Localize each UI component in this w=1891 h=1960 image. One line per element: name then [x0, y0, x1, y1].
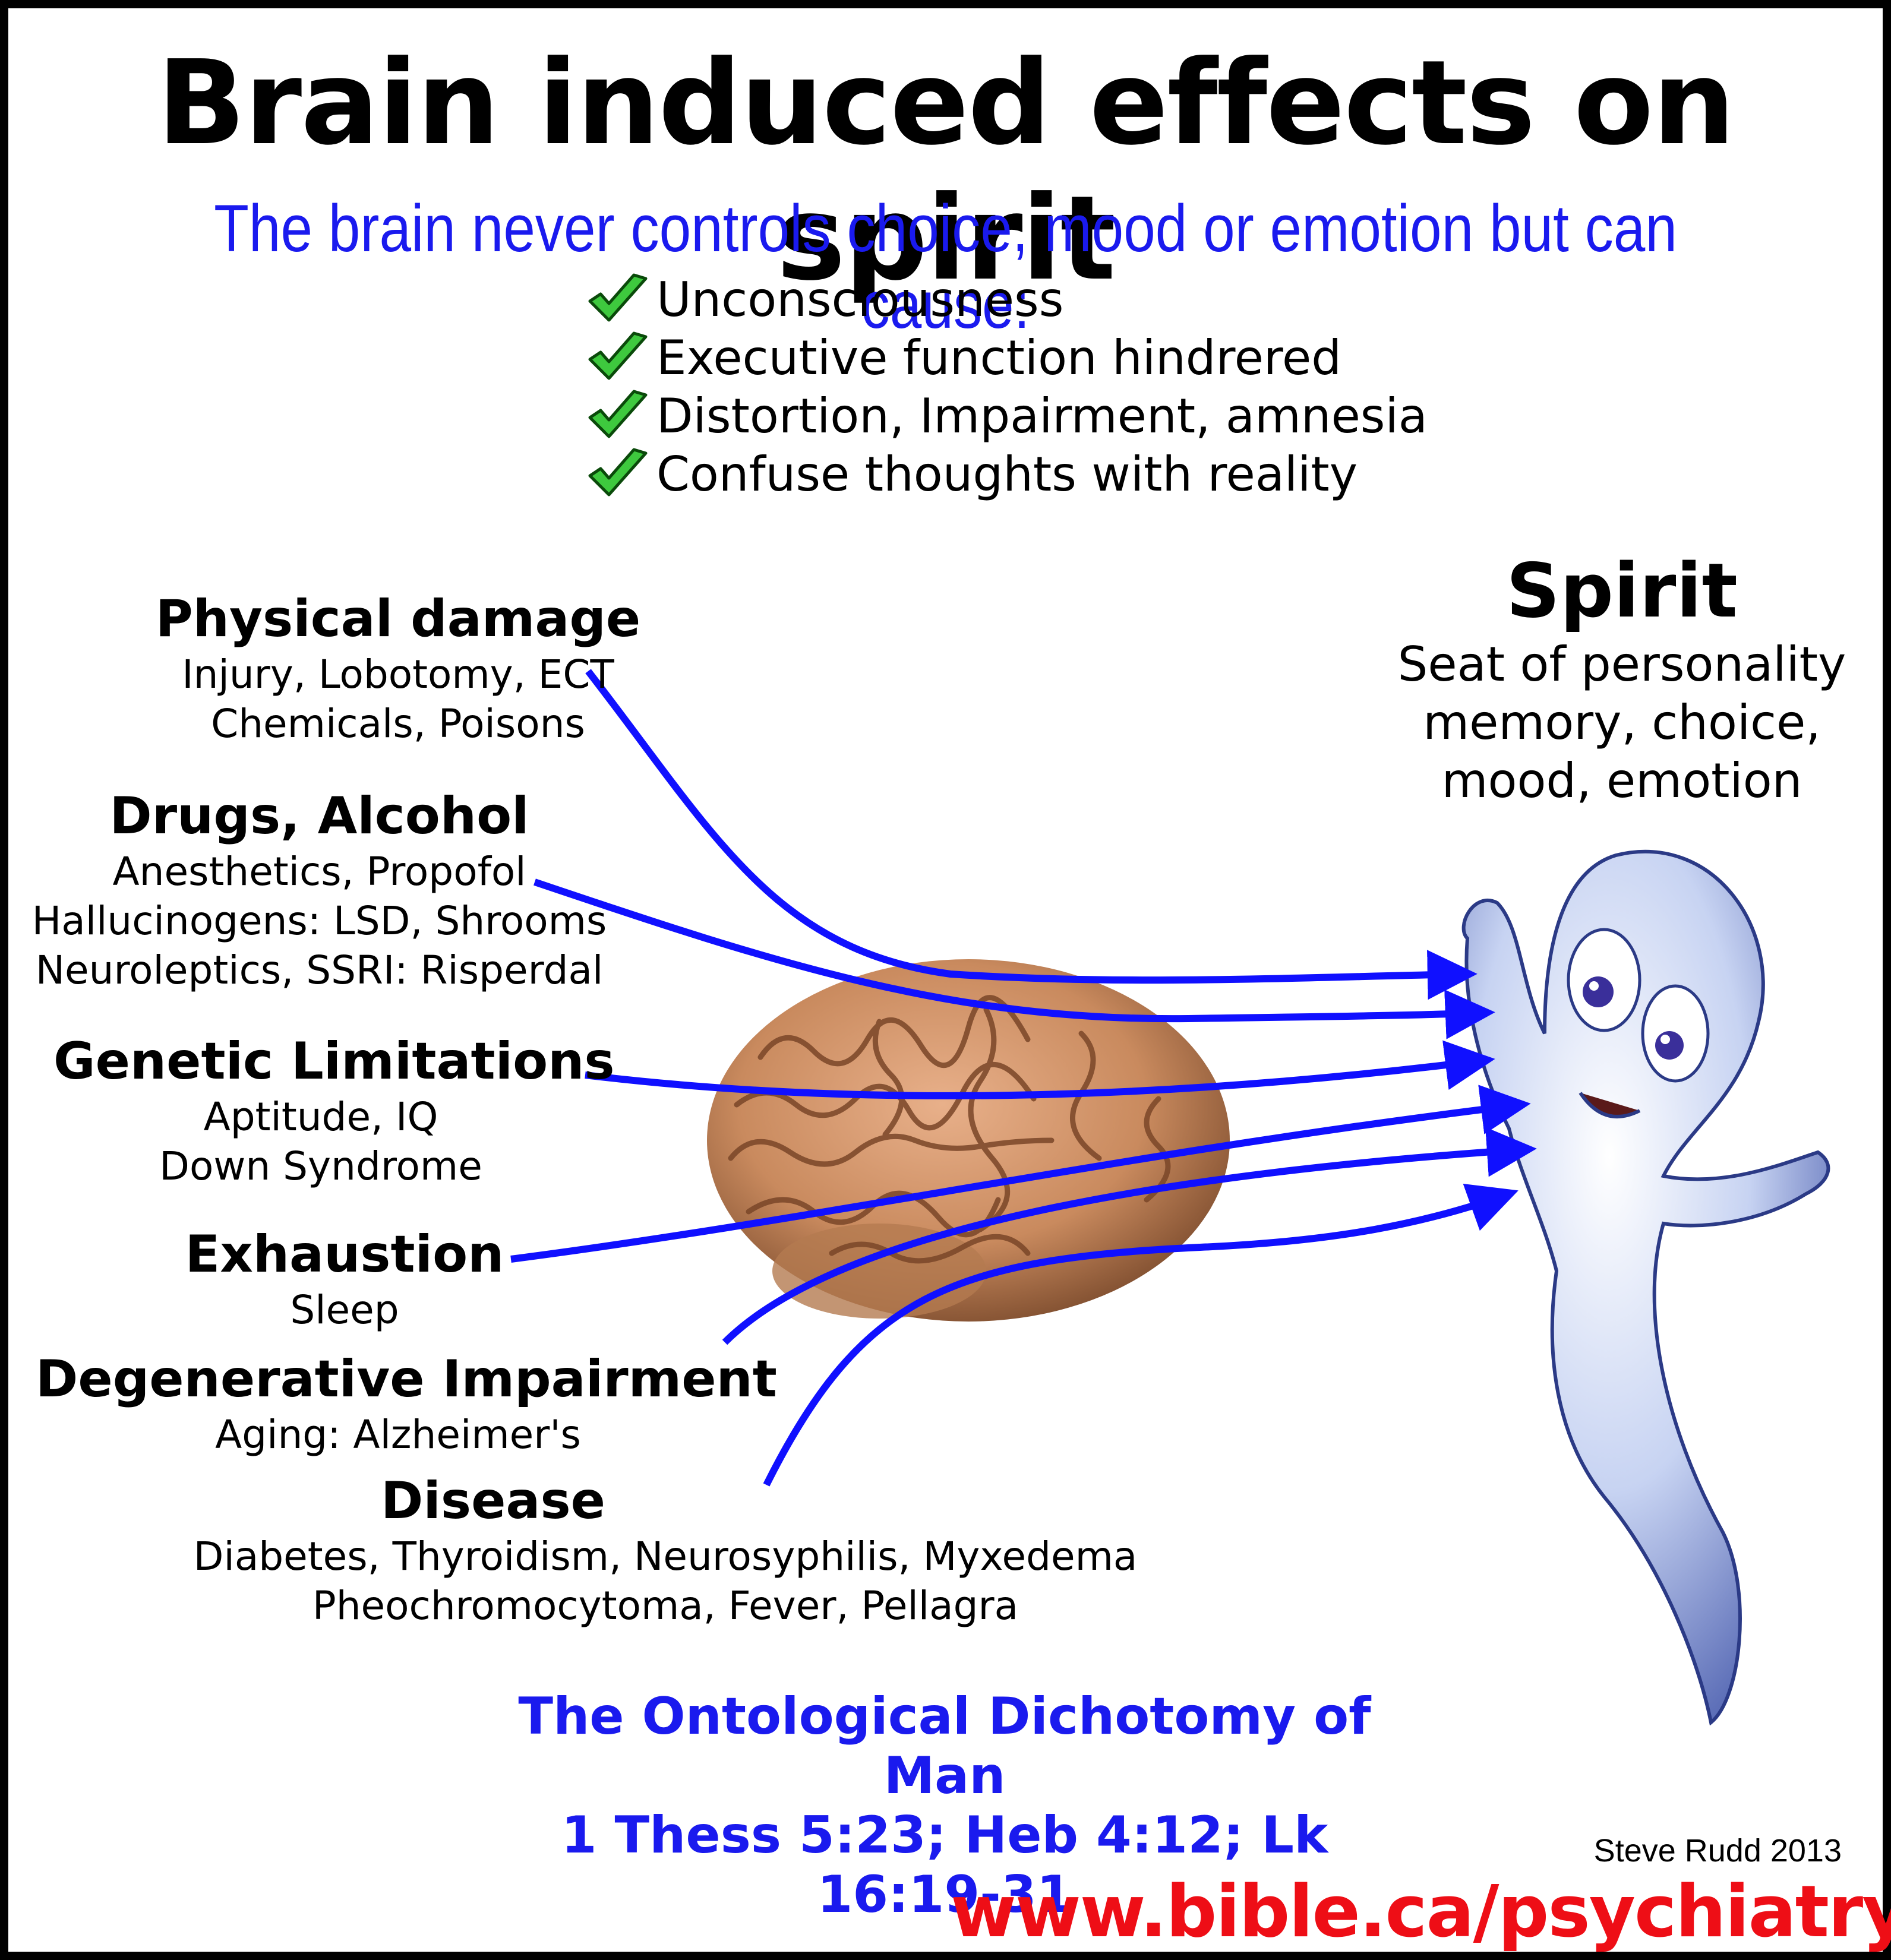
arrows [510, 669, 1537, 1487]
arrow-genetic-limitations [585, 1040, 1495, 1099]
cause-detail: Aptitude, IQ [203, 1094, 438, 1140]
cause-detail: Down Syndrome [159, 1143, 482, 1189]
effect-item: Unconsciousness [585, 270, 1428, 328]
effect-item: Confuse thoughts with reality [585, 445, 1428, 503]
spirit-block: Spirit Seat of personality memory, choic… [1366, 546, 1877, 810]
arrow-degenerative [722, 1127, 1537, 1345]
author-credit: Steve Rudd 2013 [1593, 1833, 1842, 1869]
footer-line1: The Ontological Dichotomy of Man [518, 1687, 1371, 1806]
spirit-detail: Seat of personality [1397, 637, 1846, 692]
cause-drugs-alcohol: Drugs, Alcohol Anesthetics, Propofol Hal… [24, 785, 615, 995]
cause-physical-damage: Physical damage Injury, Lobotomy, ECT Ch… [143, 588, 654, 748]
effect-label: Distortion, Impairment, amnesia [656, 388, 1428, 444]
cause-detail: Chemicals, Poisons [211, 701, 585, 747]
check-icon [588, 390, 648, 438]
spirit-heading: Spirit [1506, 547, 1738, 634]
check-icon [588, 448, 648, 497]
cause-heading: Exhaustion [185, 1225, 504, 1284]
check-icon [588, 273, 648, 322]
subtitle: The brain never controls choice, mood or… [214, 191, 1677, 342]
effect-label: Confuse thoughts with reality [656, 446, 1358, 502]
cause-detail: Aging: Alzheimer's [215, 1412, 581, 1458]
effect-item: Executive function hindrered [585, 328, 1428, 387]
cause-detail: Neuroleptics, SSRI: Risperdal [35, 947, 604, 993]
arrow-drugs-alcohol [533, 878, 1495, 1039]
cause-degenerative-impairment: Degenerative Impairment Aging: Alzheimer… [36, 1348, 777, 1459]
cause-disease: Disease Diabetes, Thyroidism, Neurosyphi… [172, 1470, 1158, 1630]
arrow-physical-damage [585, 669, 1478, 1000]
cause-detail: Pheochromocytoma, Fever, Pellagra [312, 1583, 1019, 1629]
website-link[interactable]: www.bible.ca/psychiatry [951, 1871, 1891, 1953]
cause-heading: Genetic Limitations [53, 1032, 615, 1091]
spirit-detail: mood, emotion [1441, 753, 1802, 808]
check-icon [588, 331, 648, 380]
ghost-spirit-image [1461, 849, 1830, 1726]
cause-detail: Hallucinogens: LSD, Shrooms [31, 898, 607, 944]
effect-label: Executive function hindrered [656, 330, 1342, 385]
arrow-disease [763, 1184, 1519, 1487]
cause-heading: Drugs, Alcohol [109, 786, 529, 846]
arrow-exhaustion [510, 1085, 1531, 1263]
spirit-detail: memory, choice, [1423, 695, 1821, 750]
cause-heading: Degenerative Impairment [36, 1349, 777, 1409]
cause-detail: Sleep [290, 1287, 399, 1333]
cause-detail: Injury, Lobotomy, ECT [182, 652, 614, 697]
cause-heading: Physical damage [155, 589, 641, 649]
page-title: Brain induced effects on spirit [157, 36, 1735, 306]
cause-exhaustion: Exhaustion Sleep [178, 1224, 511, 1335]
effect-label: Unconsciousness [656, 271, 1064, 327]
cause-heading: Disease [381, 1471, 605, 1531]
cause-genetic-limitations: Genetic Limitations Aptitude, IQ Down Sy… [53, 1030, 615, 1191]
footer-line2: 1 Thess 5:23; Heb 4:12; Lk 16:19-31 [561, 1806, 1328, 1924]
cause-detail: Anesthetics, Propofol [112, 849, 526, 894]
footer-reference: The Ontological Dichotomy of Man 1 Thess… [463, 1687, 1426, 1924]
brain-image [707, 959, 1230, 1322]
effect-item: Distortion, Impairment, amnesia [585, 387, 1428, 445]
cause-detail: Diabetes, Thyroidism, Neurosyphilis, Myx… [193, 1534, 1138, 1579]
effects-checklist: Unconsciousness Executive function hindr… [585, 270, 1428, 503]
